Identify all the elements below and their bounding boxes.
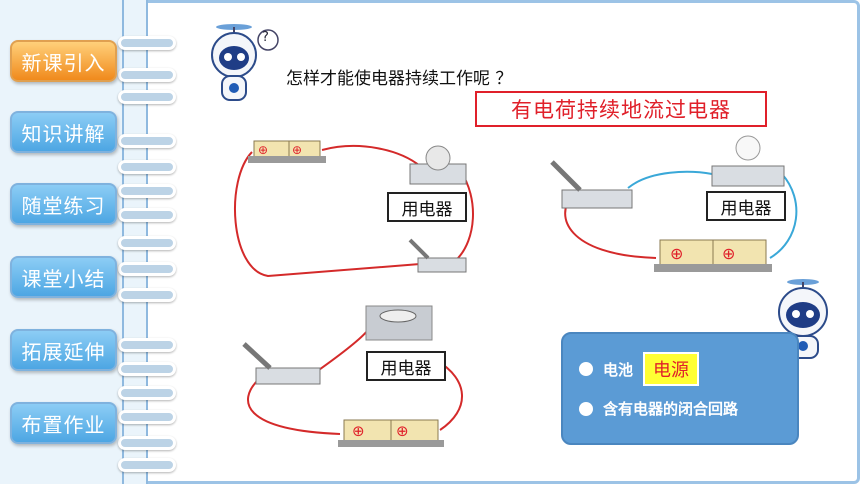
binder-ring (118, 338, 176, 352)
nav-knowledge[interactable]: 知识讲解 (10, 111, 117, 153)
bullet-icon (579, 401, 593, 416)
circuit-3 (242, 305, 463, 447)
summary-highlight: 电源 (643, 352, 700, 386)
binder-ring (118, 90, 176, 104)
binder-ring (118, 288, 176, 302)
binder-ring (118, 386, 176, 400)
binder-ring (118, 160, 176, 174)
circuit-1 (234, 140, 474, 278)
appliance-label: 用电器 (706, 191, 786, 221)
answer-box: 有电荷持续地流过电器 (475, 91, 767, 127)
binder-ring (118, 436, 176, 450)
nav-summary[interactable]: 课堂小结 (10, 256, 117, 298)
binder-ring (118, 208, 176, 222)
robot-question-mark: ? (262, 30, 269, 45)
binder-ring (118, 262, 176, 276)
summary-item-battery: 电池 电源 (579, 352, 700, 386)
circuit-2 (550, 135, 798, 272)
battery-plus-icon: ⊕ (292, 143, 303, 157)
bullet-icon (579, 362, 593, 376)
binder-ring (118, 184, 176, 198)
binder-ring (118, 36, 176, 50)
binder-ring (118, 362, 176, 376)
binder-ring (118, 68, 176, 82)
nav-extension[interactable]: 拓展延伸 (10, 329, 117, 371)
summary-item-label: 电池 (603, 360, 634, 379)
battery-plus-icon: ⊕ (258, 143, 269, 157)
battery-plus-icon: ⊕ (670, 244, 684, 263)
binder-ring (118, 410, 176, 424)
binder-ring (118, 134, 176, 148)
summary-panel: 电池 电源 含有电器的闭合回路 (561, 332, 799, 445)
battery-plus-icon: ⊕ (722, 244, 736, 263)
binder-ring (118, 236, 176, 250)
nav-new-lesson[interactable]: 新课引入 (10, 40, 117, 82)
summary-item-circuit: 含有电器的闭合回路 (579, 398, 738, 419)
summary-item-label: 含有电器的闭合回路 (603, 400, 739, 418)
battery-plus-icon: ⊕ (352, 422, 365, 440)
appliance-label: 用电器 (366, 351, 446, 381)
nav-practice[interactable]: 随堂练习 (10, 183, 117, 225)
question-text: 怎样才能使电器持续工作呢 ？ (286, 69, 513, 89)
appliance-label: 用电器 (387, 192, 467, 222)
binder-ring (118, 458, 176, 472)
nav-homework[interactable]: 布置作业 (10, 402, 117, 444)
robot-icon-top (211, 24, 279, 101)
battery-plus-icon: ⊕ (396, 422, 409, 440)
